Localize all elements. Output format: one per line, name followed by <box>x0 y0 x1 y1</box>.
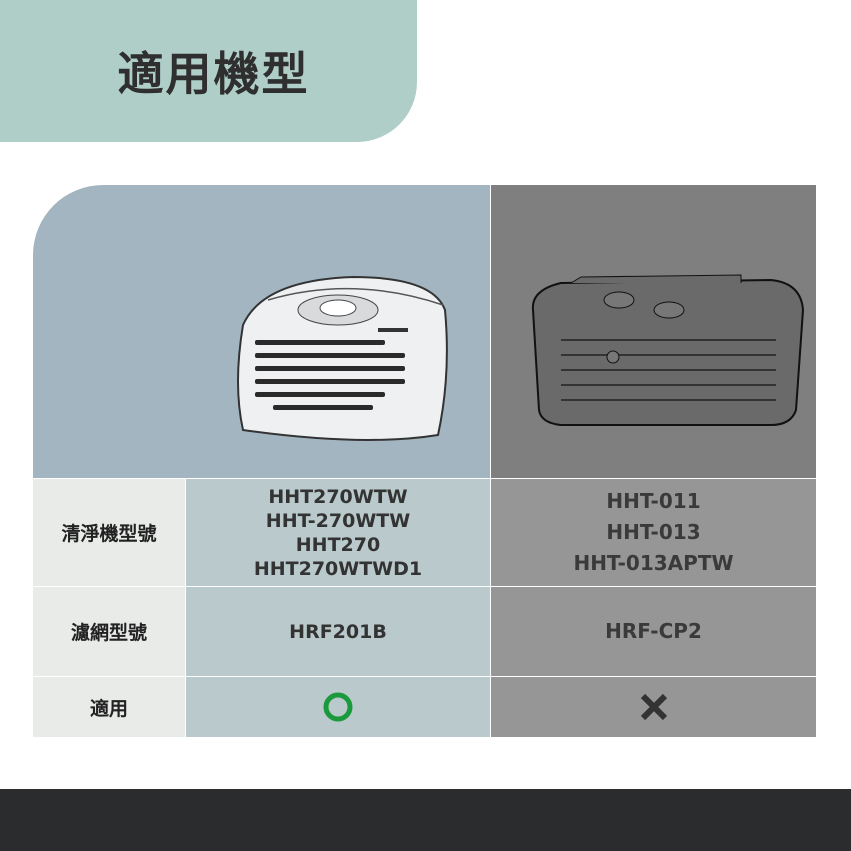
filter-model-label: 濾網型號 <box>33 587 185 676</box>
purifier-model-label: 清淨機型號 <box>33 479 185 586</box>
model-item: HHT-270WTW <box>265 509 411 532</box>
model-item: HHT270 <box>295 533 381 556</box>
compatible-product-panel <box>33 185 490 478</box>
incompatible-purifier-models: HHT-011 HHT-013 HHT-013APTW <box>491 479 816 586</box>
incompatible-mark <box>491 677 816 737</box>
footer-bar <box>0 789 851 851</box>
page-title: 適用機型 <box>117 47 310 101</box>
incompatible-product-panel <box>491 185 816 478</box>
applicable-label: 適用 <box>33 677 185 737</box>
model-item: HHT-013APTW <box>573 551 734 575</box>
compatible-filter-model: HRF201B <box>186 587 490 676</box>
compatible-mark <box>186 677 490 737</box>
compatible-purifier-models: HHT270WTW HHT-270WTW HHT270 HHT270WTWD1 <box>186 479 490 586</box>
model-item: HHT-011 <box>606 489 701 513</box>
circle-icon <box>323 692 353 722</box>
model-item: HHT-013 <box>606 520 701 544</box>
model-item: HHT270WTW <box>268 485 408 508</box>
compatible-purifier-image <box>237 275 448 441</box>
header-tab: 適用機型 <box>0 0 417 142</box>
model-item: HHT270WTWD1 <box>253 557 423 580</box>
incompatible-filter-model: HRF-CP2 <box>491 587 816 676</box>
x-icon <box>640 693 667 721</box>
incompatible-purifier-image <box>531 274 805 426</box>
